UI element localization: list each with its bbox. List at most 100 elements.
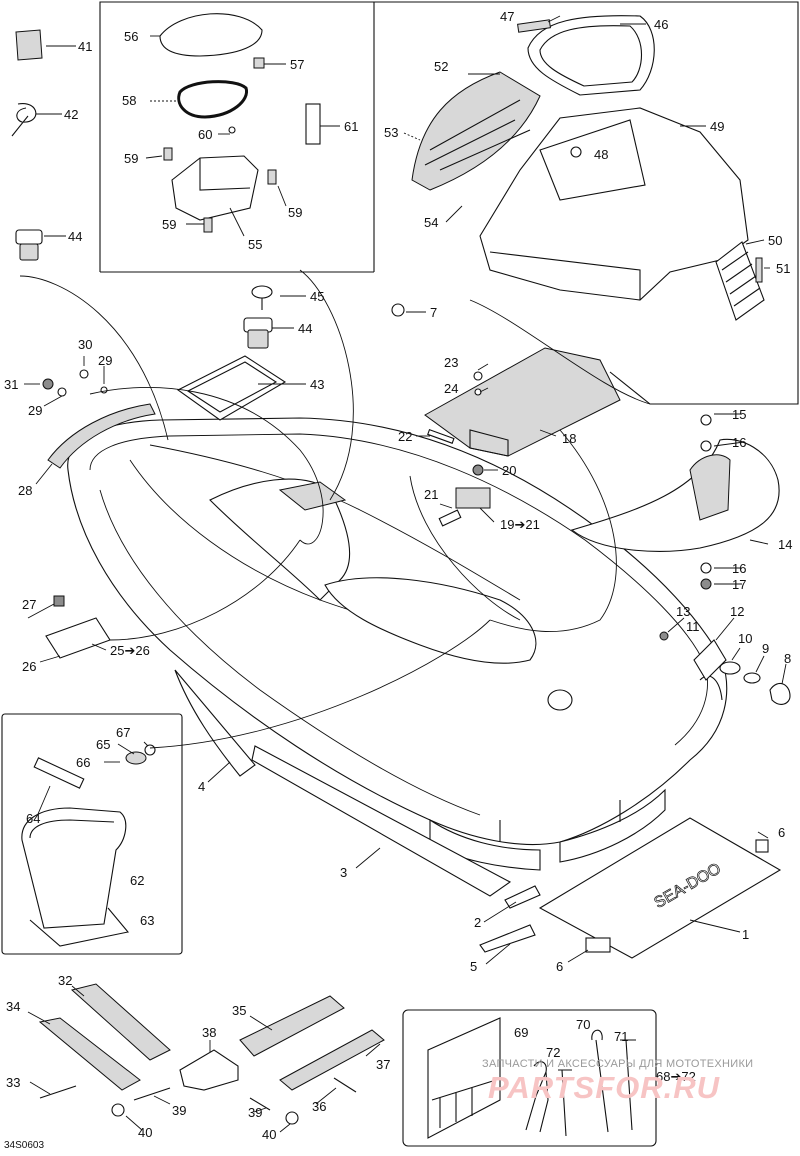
callout-7: 7 (430, 305, 438, 320)
callout-28: 28 (18, 483, 33, 498)
callout-21: 21 (424, 487, 439, 502)
callout-16-top: 16 (732, 435, 747, 450)
callout-62: 62 (130, 873, 145, 888)
callout-40-left: 40 (138, 1125, 153, 1140)
callout-65: 65 (96, 737, 111, 752)
callout-60: 60 (198, 127, 213, 142)
seat-trim-right (239, 995, 345, 1057)
callout-27: 27 (22, 597, 37, 612)
callout-32: 32 (58, 973, 73, 988)
callout-26: 26 (22, 659, 37, 674)
callout-51: 51 (776, 261, 791, 276)
callout-43: 43 (310, 377, 325, 392)
fuel-cap-tether (251, 285, 273, 310)
callout-38: 38 (202, 1025, 217, 1040)
callout-49: 49 (710, 119, 725, 134)
glove-box-tub (171, 155, 259, 221)
callout-24: 24 (444, 381, 459, 396)
callout-54: 54 (424, 215, 439, 230)
callout-64: 64 (26, 811, 41, 826)
callout-68-to-72: 68➔72 (656, 1069, 696, 1084)
callout-31: 31 (4, 377, 19, 392)
callout-40-right: 40 (262, 1127, 277, 1142)
display-gasket (527, 15, 655, 96)
callout-18: 18 (562, 431, 577, 446)
callout-58: 58 (122, 93, 137, 108)
left-side-decal (174, 669, 256, 777)
callout-67: 67 (116, 725, 131, 740)
callout-53: 53 (384, 125, 399, 140)
front-console (479, 107, 749, 301)
callout-71: 71 (614, 1029, 629, 1044)
callout-35: 35 (232, 1003, 247, 1018)
hatch-bracket (45, 617, 111, 659)
spark-plug-wrench-tool (620, 1039, 636, 1131)
tie-strap (11, 103, 37, 137)
callout-41: 41 (78, 39, 93, 54)
callout-61: 61 (344, 119, 359, 134)
callout-16-bottom: 16 (732, 561, 747, 576)
callout-36: 36 (312, 1099, 327, 1114)
callout-48: 48 (594, 147, 609, 162)
callout-59-right: 59 (288, 205, 303, 220)
callout-5: 5 (470, 959, 478, 974)
vent-panel (411, 71, 541, 191)
storage-bin-inset-frame (1, 713, 183, 955)
callout-33: 33 (6, 1075, 21, 1090)
callout-20: 20 (502, 463, 517, 478)
callout-42: 42 (64, 107, 79, 122)
callout-6-right: 6 (778, 825, 786, 840)
top-inset-frame (99, 1, 799, 405)
callout-69: 69 (514, 1025, 529, 1040)
callout-3: 3 (340, 865, 348, 880)
access-cover (176, 355, 287, 421)
fuel-cap (15, 229, 43, 261)
callout-14: 14 (778, 537, 793, 552)
drawing-code: 34S0603 (4, 1140, 45, 1151)
callout-29-top: 29 (98, 353, 113, 368)
seat-trim-left (70, 983, 171, 1061)
watermark-brand: PARTSFOR.RU (488, 1070, 721, 1105)
storage-bin (21, 807, 127, 929)
callout-59-left: 59 (124, 151, 139, 166)
callout-39-left: 39 (172, 1103, 187, 1118)
callout-47: 47 (500, 9, 515, 24)
watermark-caption: ЗАПЧАСТИ И АКСЕССУАРЫ ДЛЯ МОТОТЕХНИКИ (482, 1058, 754, 1070)
vent-grille (715, 241, 765, 321)
callout-11: 11 (686, 619, 700, 634)
callout-59-bottom: 59 (162, 217, 177, 232)
seat-trim-corner (179, 1049, 239, 1091)
glove-box-lid (159, 13, 263, 57)
hull-body (67, 417, 728, 871)
callout-52: 52 (434, 59, 449, 74)
callout-45: 45 (310, 289, 325, 304)
pliers-tool (525, 1061, 549, 1133)
long-leader-curves (19, 269, 651, 749)
callout-72: 72 (546, 1045, 561, 1060)
rear-spoiler (570, 438, 780, 552)
callout-44-left: 44 (68, 229, 83, 244)
leader-lines (24, 15, 787, 1133)
callout-19-to-21: 19➔21 (500, 517, 540, 532)
callout-63: 63 (140, 913, 155, 928)
screwdriver-tool (558, 1069, 572, 1137)
tool-pouch (427, 1017, 501, 1139)
callout-34: 34 (6, 999, 21, 1014)
bottom-decal (251, 745, 512, 897)
callout-37: 37 (376, 1057, 391, 1072)
callout-57: 57 (290, 57, 305, 72)
callout-25-to-26: 25➔26 (110, 643, 150, 658)
callout-23: 23 (444, 355, 459, 370)
callout-44-center: 44 (298, 321, 313, 336)
callout-39-right: 39 (248, 1105, 263, 1120)
side-trim (47, 403, 156, 469)
tool-kit-inset-frame (402, 1009, 657, 1147)
callout-1: 1 (742, 927, 750, 942)
callout-46: 46 (654, 17, 669, 32)
callout-66: 66 (76, 755, 91, 770)
open-wrench-tool (591, 1029, 609, 1133)
callout-15: 15 (732, 407, 747, 422)
callout-6-bottom: 6 (556, 959, 564, 974)
callout-4: 4 (198, 779, 206, 794)
